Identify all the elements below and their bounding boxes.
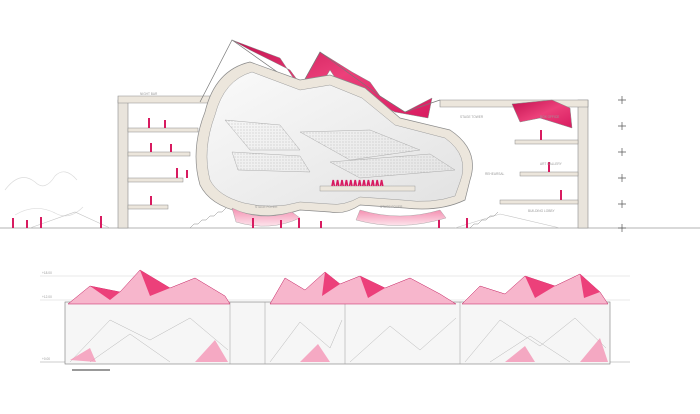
facade-bays — [229, 302, 461, 364]
elevation-roof-mid-accent — [322, 272, 385, 298]
label-art-gallery: ART GALLERY — [540, 162, 563, 166]
label-rehearsal: REHEARSAL — [485, 172, 505, 176]
site-terrain — [29, 211, 561, 229]
building-elevation: +18.00 +12.00 +0.00 — [40, 269, 630, 371]
seating-tiers — [224, 119, 456, 179]
label-stage-tower: STAGE TOWER — [460, 115, 484, 119]
foyer-shell-right — [355, 209, 447, 226]
roof-outline — [199, 39, 441, 113]
background-sketch — [4, 171, 84, 217]
stage-floor — [319, 185, 416, 192]
exterior-wall-right — [577, 99, 589, 229]
label-night-bar: NIGHT BAR — [140, 92, 158, 96]
elevation-level-top: +18.00 — [42, 271, 52, 275]
label-building-lobby: BUILDING LOBBY — [528, 209, 555, 213]
label-stage-foyer-2: STAGE FOYER — [380, 205, 403, 209]
stairs-left — [189, 207, 227, 229]
building-section: NIGHT BAR STAGE TOWER STAGE FOYER STAGE … — [0, 39, 700, 232]
facade-pink-accents — [70, 338, 608, 362]
elevation-level-mid: +12.00 — [42, 295, 52, 299]
label-stage-foyer-1: STAGE FOYER — [255, 205, 278, 209]
stairs-right — [469, 211, 499, 229]
elevation-roof-mid — [269, 271, 457, 305]
elevation-roof-left-accent — [90, 270, 170, 300]
stage-crowd — [331, 179, 384, 187]
elevation-level-ground: +0.00 — [42, 357, 50, 361]
section-labels: NIGHT BAR STAGE TOWER STAGE FOYER STAGE … — [140, 92, 563, 213]
exterior-wall-left — [117, 99, 129, 229]
label-box-office: BOX OFFICE — [540, 115, 559, 119]
floor-slabs — [127, 127, 579, 210]
facade-panels — [69, 317, 607, 363]
people-figures — [12, 118, 562, 228]
roof-slab-left — [117, 95, 211, 104]
pink-roof-right — [511, 99, 573, 129]
elevation-roof-right-accent — [525, 274, 600, 298]
level-markers — [618, 96, 626, 232]
